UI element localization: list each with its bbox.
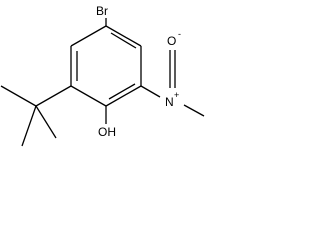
hydroxyl-label: OH (98, 125, 116, 139)
bond-methyl-left (0, 85, 37, 107)
bond-methyl-bottom (21, 105, 37, 147)
bromine-label: Br (96, 4, 108, 18)
nitro-nitrogen-label: N (165, 95, 174, 109)
nitro-nitrogen-charge: + (174, 90, 179, 100)
ring-inner-bond-a (110, 32, 137, 49)
benzene-ring (70, 25, 142, 107)
ring-bond-c6-c1 (70, 25, 107, 47)
bond-ring-to-quaternary-carbon (35, 85, 72, 107)
bond-methyl-right (35, 105, 57, 139)
nitro-single-bond (183, 104, 205, 117)
ring-bond-c3-c4 (105, 85, 142, 107)
bond-ring-to-nitro (140, 85, 161, 98)
ring-bond-c4-c5 (70, 85, 107, 107)
nitro-oxygen-top-label: O (167, 34, 176, 48)
tert-butyl-group (0, 85, 72, 147)
ring-inner-bond-b (108, 83, 136, 100)
chemical-structure: Br N + O - OH (0, 4, 205, 147)
nitro-oxygen-top-charge: - (178, 29, 181, 39)
ring-bond-c1-c2 (105, 25, 142, 47)
